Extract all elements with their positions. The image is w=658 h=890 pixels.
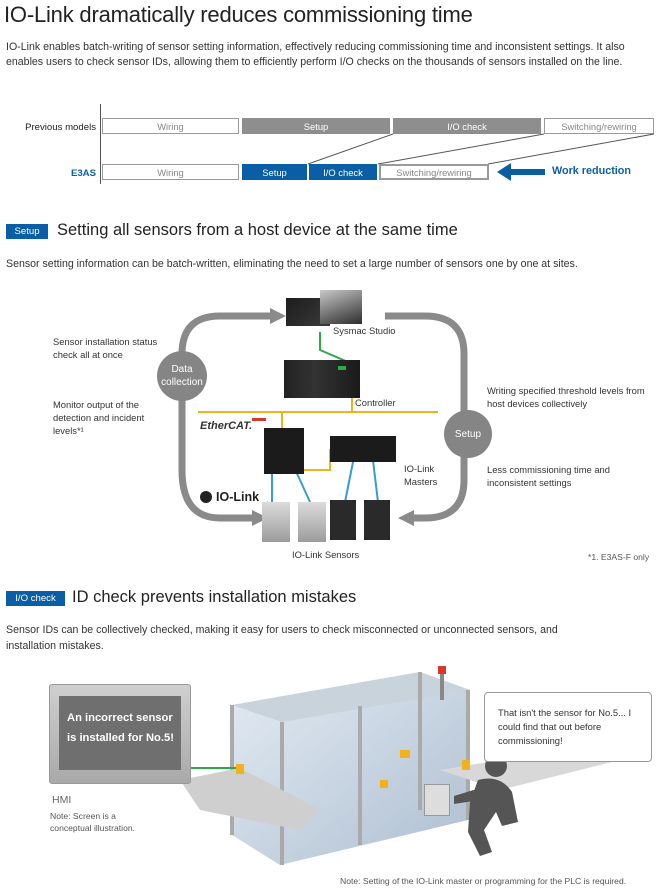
previous-models-label: Previous models	[25, 122, 96, 133]
sensor-4	[364, 500, 390, 540]
sysmac-studio-photo	[320, 290, 362, 324]
controller-unit	[284, 360, 360, 398]
ethercat-logo: EtherCAT.	[200, 420, 253, 432]
iolink-sensors-label: IO-Link Sensors	[292, 549, 360, 560]
monitor-output-label: Monitor output of the detection and inci…	[53, 399, 145, 436]
sysmac-studio-label: Sysmac Studio	[333, 325, 396, 336]
previous-wiring-segment: Wiring	[102, 118, 239, 134]
iolink-masters-label: IO-Link Masters	[404, 463, 438, 487]
previous-switching-segment: Switching/rewiring	[544, 118, 654, 134]
writing-threshold-label: Writing specified threshold levels from …	[487, 385, 645, 409]
hmi-note: Note: Screen is a conceptual illustratio…	[50, 811, 136, 833]
intro-text: IO-Link enables batch-writing of sensor …	[6, 41, 625, 68]
timeline-start-line	[100, 104, 101, 184]
less-commissioning-label: Less commissioning time and inconsistent…	[487, 464, 610, 488]
setup-badge: Setup	[6, 224, 48, 239]
iolink-logo-icon	[200, 491, 212, 503]
sensor-3	[330, 500, 356, 540]
hmi-label: HMI	[52, 794, 72, 806]
segment-guide-lines	[307, 133, 655, 165]
controller-label: Controller	[355, 397, 396, 408]
page-title: IO-Link dramatically reduces commissioni…	[4, 2, 473, 27]
e3as-label: E3AS	[70, 168, 96, 179]
footnote: *1. E3AS-F only	[588, 552, 650, 562]
controller-led	[338, 366, 346, 370]
iolink-master-2	[330, 436, 396, 462]
speech-bubble	[484, 692, 652, 762]
hmi-screen	[59, 696, 181, 770]
e3as-setup-segment: Setup	[242, 164, 307, 180]
handheld-sensor-device	[424, 784, 450, 816]
e3as-switching-segment: Switching/rewiring	[379, 164, 489, 180]
iolink-master-1	[264, 428, 304, 474]
reduction-arrow-icon	[497, 163, 545, 181]
iocheck-badge: I/O check	[6, 591, 65, 606]
sensor-2	[298, 502, 326, 542]
ethercat-logo-accent	[252, 418, 266, 421]
previous-iocheck-segment: I/O check	[393, 118, 541, 134]
iocheck-description: Sensor IDs can be collectively checked, …	[6, 624, 558, 652]
worker-icon	[454, 755, 518, 856]
e3as-wiring-segment: Wiring	[102, 164, 239, 180]
work-reduction-label: Work reduction	[552, 165, 631, 177]
previous-setup-segment: Setup	[242, 118, 390, 134]
setup-section-title: Setting all sensors from a host device a…	[57, 221, 458, 239]
e3as-iocheck-segment: I/O check	[309, 164, 377, 180]
install-status-label: Sensor installation status check all at …	[53, 336, 158, 360]
setup-description: Sensor setting information can be batch-…	[6, 258, 578, 270]
iolink-logo: IO-Link	[216, 490, 260, 504]
iocheck-section-title: ID check prevents installation mistakes	[72, 588, 357, 606]
data-collection-circle: Data collection	[157, 351, 207, 401]
speech-bubble-text: That isn't the sensor for No.5... I coul…	[498, 707, 632, 746]
sensor-1	[262, 502, 290, 542]
setup-circle: Setup	[444, 410, 492, 458]
hmi-screen-text: An incorrect sensor is installed for No.…	[67, 712, 174, 744]
bottom-note: Note: Setting of the IO-Link master or p…	[340, 876, 627, 886]
